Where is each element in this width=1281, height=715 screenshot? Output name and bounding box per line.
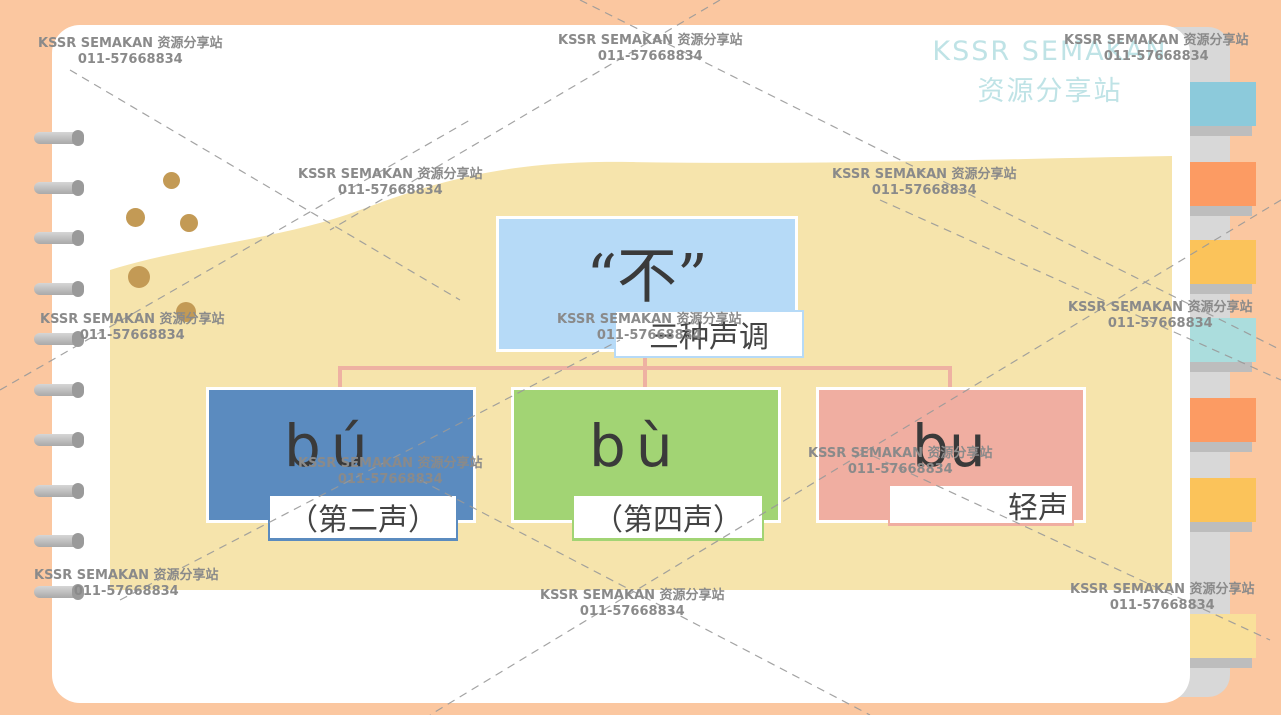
notebook-tab-7 — [1190, 614, 1256, 668]
watermark-brand-line1: KSSR SEMAKAN — [932, 36, 1168, 67]
notebook-tab-3 — [1190, 240, 1256, 294]
binder-ring — [34, 180, 84, 196]
watermark-stamp-line1: KSSR SEMAKAN 资源分享站 — [557, 312, 742, 327]
tone-label-second: （第二声） — [268, 496, 458, 541]
watermark-stamp-line1: KSSR SEMAKAN 资源分享站 — [558, 33, 743, 48]
binder-ring — [34, 331, 84, 347]
connector-left — [338, 366, 342, 388]
watermark-stamp-line2: 011-57668834 — [847, 462, 953, 477]
notebook-tab-2 — [1190, 162, 1256, 216]
binder-ring — [34, 533, 84, 549]
notebook-tab-1 — [1190, 82, 1256, 136]
tone-pinyin-neutral: bu — [912, 412, 986, 480]
decorative-dot — [128, 266, 150, 288]
binder-ring — [34, 281, 84, 297]
watermark-stamp-line2: 011-57668834 — [79, 328, 185, 343]
tone-pinyin-second: bú — [284, 412, 378, 480]
watermark-stamp-line2: 011-57668834 — [337, 183, 443, 198]
watermark-stamp-line2: 011-57668834 — [579, 604, 685, 619]
notebook-tab-5 — [1190, 398, 1256, 452]
decorative-dot — [126, 208, 145, 227]
watermark-brand-line2: 资源分享站 — [977, 76, 1123, 107]
watermark-stamp-line1: KSSR SEMAKAN 资源分享站 — [1070, 582, 1255, 597]
watermark-stamp-line1: KSSR SEMAKAN 资源分享站 — [832, 167, 1017, 182]
watermark-stamp-line2: 011-57668834 — [1107, 316, 1213, 331]
binder-ring — [34, 584, 84, 600]
watermark-stamp-line1: KSSR SEMAKAN 资源分享站 — [1068, 300, 1253, 315]
connector-middle — [643, 348, 647, 388]
binder-ring — [34, 382, 84, 398]
watermark-stamp-line1: KSSR SEMAKAN 资源分享站 — [40, 312, 225, 327]
watermark-stamp-line2: 011-57668834 — [871, 183, 977, 198]
decorative-dot — [163, 172, 180, 189]
watermark-stamp-line1: KSSR SEMAKAN 资源分享站 — [808, 446, 993, 461]
watermark-stamp-line2: 011-57668834 — [1109, 598, 1215, 613]
root-subtitle: 三种声调 — [614, 310, 804, 358]
watermark-brand: KSSR SEMAKAN 资源分享站 — [925, 32, 1175, 112]
notebook-tab-6 — [1190, 478, 1256, 532]
watermark-stamp-line1: KSSR SEMAKAN 资源分享站 — [540, 588, 725, 603]
binder-ring — [34, 130, 84, 146]
watermark-stamp-line1: KSSR SEMAKAN 资源分享站 — [34, 568, 219, 583]
watermark-stamp-line2: 011-57668834 — [1103, 49, 1209, 64]
watermark-stamp-line2: 011-57668834 — [597, 49, 703, 64]
root-character: “不” — [586, 242, 708, 312]
binder-ring — [34, 230, 84, 246]
watermark-stamp-line2: 011-57668834 — [77, 52, 183, 67]
watermark-stamp-line2: 011-57668834 — [337, 472, 443, 487]
connector-right — [948, 366, 952, 388]
tone-label-fourth: （第四声） — [572, 496, 764, 541]
watermark-stamp-line2: 011-57668834 — [596, 328, 702, 343]
watermark-stamp-line1: KSSR SEMAKAN 资源分享站 — [298, 456, 483, 471]
watermark-stamp-line1: KSSR SEMAKAN 资源分享站 — [38, 36, 223, 51]
watermark-stamp-line1: KSSR SEMAKAN 资源分享站 — [1064, 33, 1249, 48]
notebook-tab-4 — [1190, 318, 1256, 372]
decorative-dot — [180, 214, 198, 232]
binder-ring — [34, 432, 84, 448]
watermark-stamp-line1: KSSR SEMAKAN 资源分享站 — [298, 167, 483, 182]
binder-ring — [34, 483, 84, 499]
watermark-stamp-line2: 011-57668834 — [73, 584, 179, 599]
decorative-dot — [176, 302, 196, 322]
tone-pinyin-fourth: bù — [589, 412, 683, 480]
